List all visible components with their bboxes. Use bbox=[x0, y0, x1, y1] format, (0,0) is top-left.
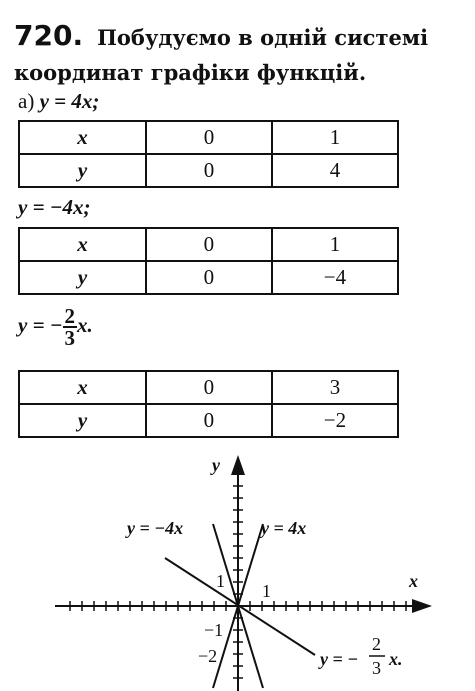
table-cell: 0 bbox=[144, 227, 273, 262]
y-axis-arrow bbox=[231, 455, 245, 475]
function-2-formula: y = −4x; bbox=[18, 195, 91, 219]
label-frac-num: 2 bbox=[372, 634, 381, 654]
x-axis-arrow bbox=[412, 599, 432, 613]
problem-number: 720. bbox=[14, 19, 84, 52]
table-cell: 4 bbox=[270, 153, 400, 188]
table-cell: 0 bbox=[144, 260, 273, 295]
function-label-1: а) y = 4x; bbox=[18, 89, 99, 114]
y-header: y bbox=[18, 260, 147, 295]
problem-text: Побудуємо в одній системі координат граф… bbox=[14, 25, 429, 85]
function-1-formula: y = 4x; bbox=[39, 89, 100, 113]
table-row: x 0 1 bbox=[18, 120, 400, 155]
table-cell: 3 bbox=[270, 370, 400, 405]
table-row: y 0 4 bbox=[18, 153, 400, 188]
table-cell: 0 bbox=[144, 120, 273, 155]
fraction-denominator: 3 bbox=[64, 326, 76, 350]
value-table-2: x 0 1 y 0 −4 bbox=[18, 227, 400, 295]
table-row: y 0 −2 bbox=[18, 403, 400, 438]
fraction-numerator: 2 bbox=[62, 304, 78, 328]
function-graph: y x 1 1 −1 −2 y = −4x y = 4x y = − 2 3 x… bbox=[55, 455, 432, 691]
tick-label-y-neg1: −1 bbox=[204, 620, 223, 640]
table-cell: 0 bbox=[144, 403, 273, 438]
tick-label-y-neg2: −2 bbox=[198, 646, 217, 666]
x-axis-label: x bbox=[408, 571, 418, 591]
x-header: x bbox=[18, 370, 147, 405]
value-table-3: x 0 3 y 0 −2 bbox=[18, 370, 400, 438]
line-y-neg2-3x bbox=[164, 557, 316, 656]
tick-label-y-1: 1 bbox=[216, 571, 225, 591]
function-label-2: y = −4x; bbox=[18, 195, 91, 220]
y-header: y bbox=[18, 153, 147, 188]
problem-statement: 720.Побудуємо в одній системі координат … bbox=[14, 18, 466, 90]
table-cell: 0 bbox=[144, 153, 273, 188]
x-header: x bbox=[18, 120, 147, 155]
table-row: y 0 −4 bbox=[18, 260, 400, 295]
table-row: x 0 1 bbox=[18, 227, 400, 262]
label-frac-left: y = − bbox=[318, 649, 358, 669]
label-y-4x: y = 4x bbox=[259, 518, 306, 538]
y-axis-label: y bbox=[210, 455, 221, 475]
label-y-neg4x: y = −4x bbox=[125, 518, 183, 538]
y-header: y bbox=[18, 403, 147, 438]
table-cell: 1 bbox=[270, 120, 400, 155]
label-frac-right: x. bbox=[388, 649, 403, 669]
function-3-formula-right: x. bbox=[77, 312, 93, 337]
x-header: x bbox=[18, 227, 147, 262]
table-row: x 0 3 bbox=[18, 370, 400, 405]
value-table-1: x 0 1 y 0 4 bbox=[18, 120, 400, 188]
table-cell: 0 bbox=[144, 370, 273, 405]
table-cell: −4 bbox=[270, 260, 400, 295]
part-a-prefix: а) bbox=[18, 89, 35, 113]
function-3-formula-left: y = − bbox=[18, 312, 63, 337]
table-cell: −2 bbox=[270, 403, 400, 438]
label-frac-den: 3 bbox=[372, 658, 381, 678]
tick-label-x-1: 1 bbox=[262, 581, 271, 601]
table-cell: 1 bbox=[270, 227, 400, 262]
